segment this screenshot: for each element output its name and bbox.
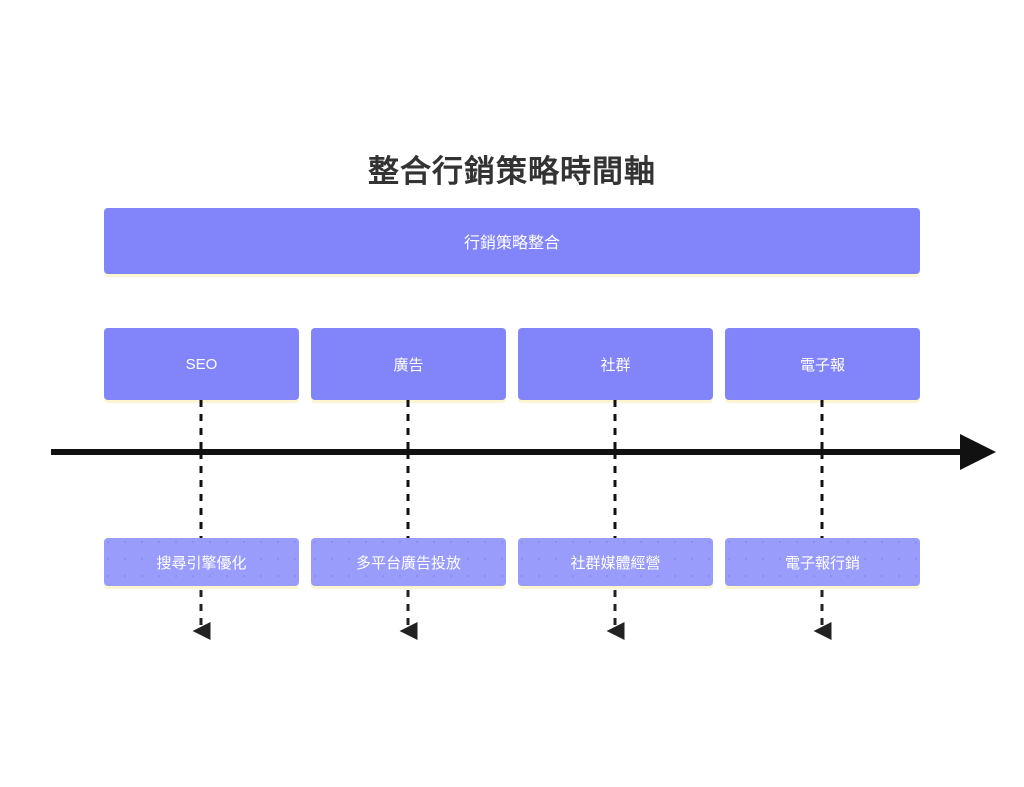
phase-box-seo[interactable]: SEO	[104, 328, 299, 400]
banner-label: 行銷策略整合	[463, 235, 560, 252]
banner-marketing-integration[interactable]: 行銷策略整合	[104, 208, 920, 274]
phase-box-ads[interactable]: 廣告	[311, 328, 506, 400]
phase-label: 電子報	[799, 356, 845, 374]
detail-label: 電子報行銷	[784, 554, 860, 572]
detail-label: 搜尋引擎優化	[156, 554, 247, 572]
detail-box-newsletter[interactable]: 電子報行銷	[725, 538, 920, 586]
phase-box-newsletter[interactable]: 電子報	[725, 328, 920, 400]
phase-label: 廣告	[393, 356, 424, 374]
detail-box-seo[interactable]: 搜尋引擎優化	[104, 538, 299, 586]
detail-box-social[interactable]: 社群媒體經營	[518, 538, 713, 586]
phase-label: SEO	[185, 355, 218, 373]
detail-label: 多平台廣告投放	[355, 554, 461, 572]
detail-box-ads[interactable]: 多平台廣告投放	[311, 538, 506, 586]
detail-label: 社群媒體經營	[570, 554, 661, 572]
page-title: 整合行銷策略時間軸	[368, 154, 656, 189]
phase-label: 社群	[600, 356, 631, 374]
phase-box-social[interactable]: 社群	[518, 328, 713, 400]
